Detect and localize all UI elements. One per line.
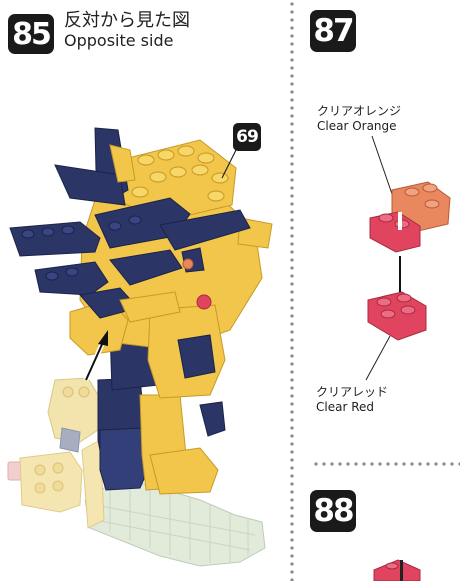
step-88-brick-partial: [373, 559, 421, 581]
robot-head-top: [117, 139, 273, 310]
robot-model-illustration: [7, 127, 273, 567]
callout-leader-line: [221, 149, 237, 179]
up-arrow-icon: [83, 330, 108, 382]
horizontal-dotted-divider: [312, 462, 460, 466]
part-name-en: Clear Red: [316, 400, 374, 414]
part-name-en: Clear Orange: [317, 119, 397, 133]
part-label-red: クリアレッド Clear Red: [316, 385, 388, 415]
ghost-hand-illustration: [47, 377, 99, 453]
step-number-badge: 85: [8, 14, 54, 54]
robot-legs: [97, 309, 226, 495]
part-label-orange: クリアオレンジ Clear Orange: [317, 104, 401, 134]
step-number-badge: 88: [310, 490, 356, 532]
part-name-jp: クリアオレンジ: [317, 104, 402, 118]
callout-step-badge: 69: [233, 123, 261, 151]
red-leader-line: [365, 335, 391, 381]
step-title: 反対から見た図 Opposite side: [64, 10, 190, 50]
step-title-jp: 反対から見た図: [64, 10, 190, 31]
robot-navy-fins: [9, 127, 251, 323]
step-title-en: Opposite side: [64, 31, 174, 50]
part-name-jp: クリアレッド: [316, 385, 389, 399]
clear-red-brick-top: [369, 211, 421, 253]
clear-red-brick: [367, 291, 427, 341]
vertical-dotted-divider: [290, 0, 294, 581]
step-number-badge: 87: [310, 10, 356, 52]
orange-leader-line: [371, 135, 393, 195]
ghost-sword-illustration: [7, 439, 266, 567]
